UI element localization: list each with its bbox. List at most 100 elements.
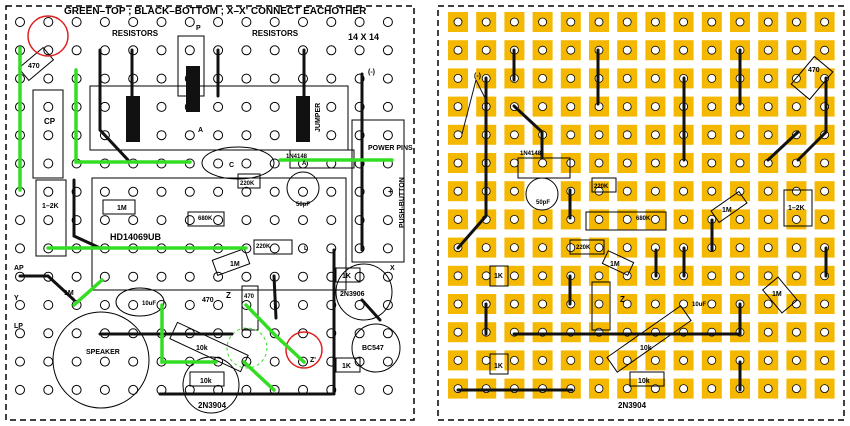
left-hole <box>269 45 280 56</box>
right-pad-hole <box>622 186 632 196</box>
right-label-r1-2k: 1–2K <box>788 205 805 212</box>
left-hole <box>298 243 308 254</box>
right-pad-hole <box>622 17 632 27</box>
right-pad-hole <box>510 271 519 281</box>
left-hole <box>128 356 139 367</box>
right-pad-hole <box>651 214 660 224</box>
left-hole <box>71 271 82 282</box>
right-r1m-a <box>710 190 748 224</box>
left-hole <box>241 73 252 84</box>
left-hole <box>71 384 82 395</box>
right-pad-hole <box>510 158 519 168</box>
right-pad-hole <box>622 214 632 224</box>
cp-outline <box>32 89 64 179</box>
right-pad-hole <box>792 186 801 196</box>
left-hole <box>128 215 139 226</box>
left-wire-gn-7 <box>244 303 306 364</box>
right-label-r680k: 680K <box>636 216 651 222</box>
right-pad-hole <box>538 45 547 55</box>
right-pad-hole <box>566 45 576 55</box>
left-green-wires <box>18 46 394 392</box>
right-pad-hole <box>763 355 773 365</box>
label-minus: (-) <box>368 69 375 76</box>
left-hole <box>156 130 167 141</box>
left-hole <box>156 45 167 56</box>
label-r470-b: 470 <box>202 297 214 304</box>
left-hole <box>269 73 280 84</box>
label-plus: + <box>388 187 393 196</box>
label-2n3906: 2N3906 <box>340 291 365 298</box>
right-pad-hole <box>820 384 829 394</box>
left-hole <box>15 356 25 367</box>
left-hole <box>213 17 224 27</box>
left-hole <box>354 17 365 27</box>
right-label-diode: 1N4148 <box>520 151 542 157</box>
right-r1k-a <box>489 265 509 287</box>
right-pad-hole <box>510 214 519 224</box>
right-pad-hole <box>453 158 463 168</box>
left-hole <box>156 101 167 112</box>
right-pad-hole <box>679 355 688 365</box>
left-hole <box>241 158 252 169</box>
left-hole <box>43 45 54 56</box>
right-pad-hole <box>651 45 660 55</box>
right-label-z: Z <box>620 295 625 304</box>
left-hole <box>326 130 337 141</box>
label-r220k-b: 220K <box>256 244 271 250</box>
r10k-a-outline <box>169 321 249 373</box>
right-pad-hole <box>481 243 491 253</box>
left-hole <box>128 271 139 282</box>
right-r470 <box>790 55 834 101</box>
left-hole <box>326 17 337 27</box>
r220k-a-outline <box>237 173 261 189</box>
left-black-wires <box>18 48 382 396</box>
left-hole <box>269 158 280 169</box>
right-pad-hole <box>707 130 717 140</box>
right-label-r470: 470 <box>808 67 820 74</box>
right-pad-hole <box>651 102 660 111</box>
left-hole <box>184 215 195 226</box>
right-pad-hole <box>651 384 660 394</box>
left-wire-gn-6 <box>160 303 218 364</box>
power-pins-outline <box>351 119 405 263</box>
left-hole <box>43 73 54 84</box>
left-wire-bk-1 <box>98 48 130 162</box>
right-r680k <box>585 211 667 231</box>
label-r470-c: 470 <box>244 294 255 300</box>
left-hole <box>382 101 393 112</box>
left-hole <box>269 243 280 254</box>
right-pad-hole <box>763 186 773 196</box>
label-r680k: 680K <box>198 216 213 222</box>
ic-outline <box>91 177 347 291</box>
right-pad-hole <box>763 214 773 224</box>
label-cp: CP <box>44 117 56 126</box>
right-r220k <box>591 177 617 193</box>
left-hole <box>43 17 54 27</box>
right-pad-hole <box>792 45 801 55</box>
right-pad-hole <box>707 74 717 83</box>
right-pad-hole <box>566 130 576 140</box>
right-pad-hole <box>594 186 604 196</box>
right-pad-hole <box>622 102 632 111</box>
left-hole <box>382 384 393 395</box>
label-r220k-a: 220K <box>240 181 255 187</box>
right-pad-hole <box>594 355 604 365</box>
left-hole <box>99 101 110 112</box>
left-hole <box>241 101 252 112</box>
right-pad-hole <box>707 271 717 281</box>
right-pad-hole <box>538 271 547 281</box>
right-pad-hole <box>594 214 604 224</box>
label-x: X <box>390 265 395 272</box>
right-pad-hole <box>735 214 745 224</box>
left-hole <box>382 17 393 27</box>
right-pad-hole <box>453 355 463 365</box>
label-r10k-b: 10k <box>200 378 212 385</box>
left-hole <box>241 328 252 339</box>
right-label-2n3904: 2N3904 <box>618 401 647 410</box>
left-hole <box>354 328 365 339</box>
right-pad-hole <box>820 214 829 224</box>
right-pad-hole <box>622 74 632 83</box>
left-hole <box>382 328 393 339</box>
right-pad-hole <box>453 186 463 196</box>
right-label-r1k-b: 1K <box>494 363 503 370</box>
